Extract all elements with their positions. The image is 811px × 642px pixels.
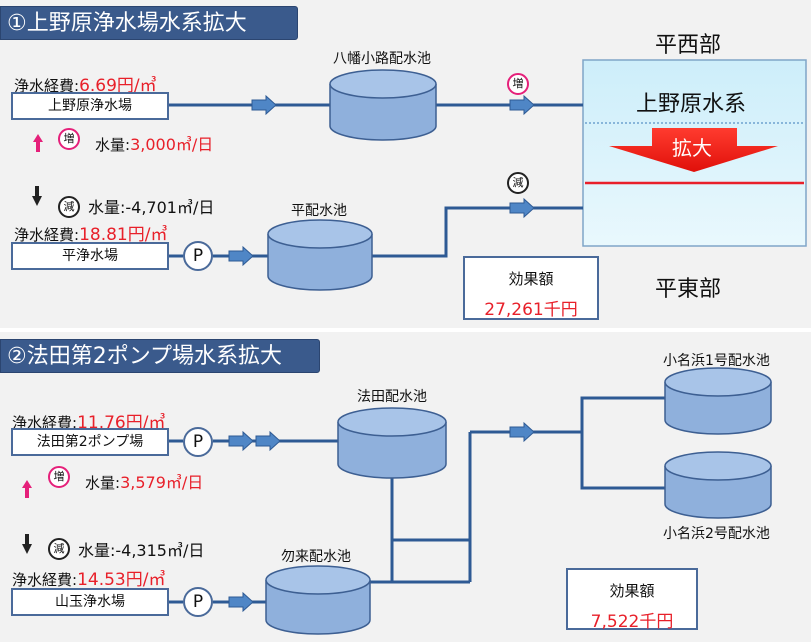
reservoir-label-onahama1: 小名浜1号配水池 — [663, 353, 770, 369]
flow-arrow-icon — [228, 245, 254, 267]
cost-row: 浄水経費:18.81円/㎥ — [14, 220, 167, 245]
flow-arrow-icon — [228, 430, 254, 452]
effect-value: 27,261千円 — [484, 300, 578, 320]
section1-title: ①上野原浄水場水系拡大 — [0, 6, 298, 40]
volume-label: 水量: — [95, 136, 131, 154]
pipe-s2-onahama-branch — [580, 396, 665, 490]
reservoir-label-taira: 平配水池 — [291, 203, 347, 219]
reservoir-label-hachiman: 八幡小路配水池 — [333, 51, 431, 67]
section2-title: ②法田第2ポンプ場水系拡大 — [0, 339, 320, 373]
pump-icon: P — [183, 241, 213, 271]
tank-hachiman — [329, 69, 437, 141]
decrease-badge: 減 — [48, 538, 70, 560]
flow-arrow-icon — [509, 94, 535, 116]
volume-label: 水量: — [85, 474, 121, 492]
volume-decrease-text: 水量:-4,701㎥/日 — [88, 198, 215, 217]
effect-label: 効果額 — [508, 270, 554, 288]
plant-uenohara: 上野原浄水場 — [11, 92, 169, 120]
plant-yamadama: 山玉浄水場 — [11, 588, 169, 616]
flow-arrow-icon — [255, 430, 281, 452]
cost-label: 浄水経費: — [12, 571, 78, 589]
cost-row: 浄水経費:6.69円/㎥ — [14, 71, 157, 96]
increase-arrow-icon — [33, 134, 43, 152]
decrease-arrow-icon — [32, 186, 42, 206]
pump-icon: P — [183, 587, 213, 617]
tank-hoda — [337, 407, 447, 479]
tank-nakoso — [265, 565, 371, 635]
tank-onahama1 — [664, 367, 772, 435]
system-label: 上野原水系 — [636, 92, 747, 117]
tank-onahama2 — [664, 451, 772, 519]
pump-icon: P — [183, 427, 213, 457]
reservoir-label-hoda: 法田配水池 — [357, 389, 427, 405]
reservoir-label-onahama2: 小名浜2号配水池 — [663, 526, 770, 542]
cost-label: 浄水経費: — [14, 77, 80, 95]
effect-value: 7,522千円 — [590, 612, 674, 632]
volume-decrease-text: 水量:-4,315㎥/日 — [78, 541, 205, 560]
plant-hoda-pump-station: 法田第2ポンプ場 — [11, 428, 169, 456]
volume-value: 3,000㎥/日 — [130, 135, 214, 154]
volume-row: 水量:3,000㎥/日 — [95, 131, 213, 155]
effect-box: 効果額 27,261千円 — [463, 256, 599, 320]
area-west-label: 平西部 — [655, 33, 722, 58]
cost-label: 浄水経費: — [12, 414, 78, 432]
area-east-label: 平東部 — [655, 277, 722, 302]
effect-label: 効果額 — [609, 582, 655, 600]
cost-value: 14.53円/㎥ — [77, 570, 166, 590]
expand-label: 拡大 — [672, 136, 712, 160]
cost-label: 浄水経費: — [14, 226, 80, 244]
decrease-arrow-icon — [22, 534, 32, 554]
flow-arrow-icon — [228, 591, 254, 613]
expand-arrow-icon — [609, 128, 778, 172]
cost-value: 18.81円/㎥ — [79, 225, 168, 245]
decrease-badge: 減 — [58, 196, 80, 218]
flow-decrease-badge: 減 — [507, 172, 529, 194]
flow-increase-badge: 増 — [507, 73, 529, 95]
flow-arrow-icon — [509, 197, 535, 219]
tank-taira — [267, 219, 373, 291]
increase-arrow-icon — [22, 480, 32, 498]
plant-taira: 平浄水場 — [11, 242, 169, 270]
cost-row: 浄水経費:14.53円/㎥ — [12, 565, 165, 590]
increase-badge: 増 — [58, 128, 80, 150]
flow-arrow-icon — [509, 421, 535, 443]
pipe-s1-bottom-3 — [372, 206, 583, 258]
increase-badge: 増 — [48, 466, 70, 488]
water-system-box — [582, 59, 807, 247]
reservoir-label-nakoso: 勿来配水池 — [281, 549, 351, 565]
cost-value: 6.69円/㎥ — [79, 76, 157, 96]
volume-value: 3,579㎥/日 — [120, 473, 204, 492]
flow-arrow-icon — [251, 94, 277, 116]
effect-box: 効果額 7,522千円 — [566, 568, 698, 632]
volume-row: 水量:3,579㎥/日 — [85, 469, 203, 493]
